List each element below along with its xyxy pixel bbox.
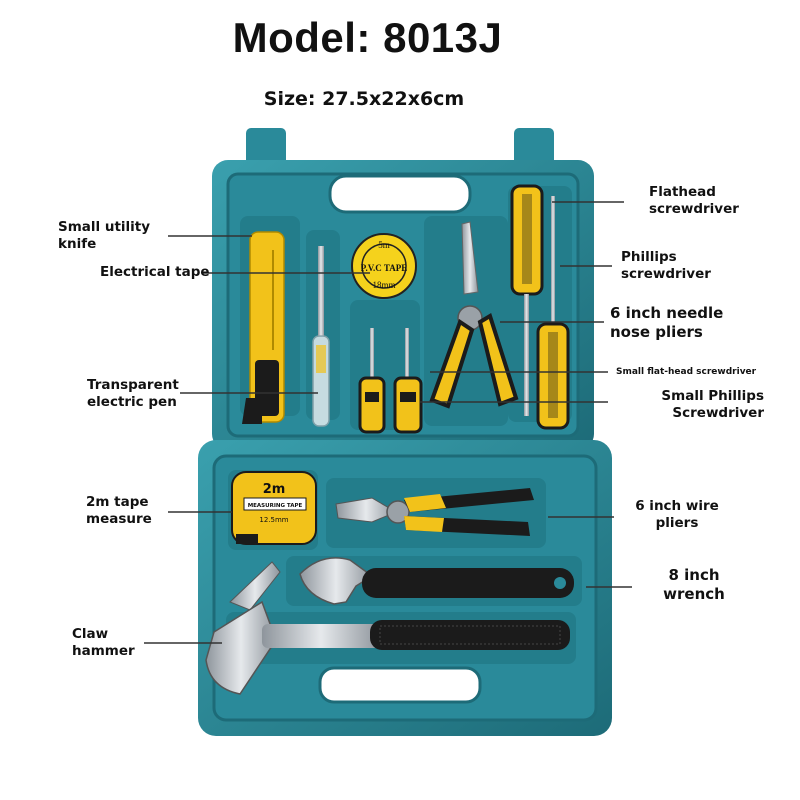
tape-measure — [231, 471, 317, 545]
tape-roll — [351, 233, 417, 299]
size-subtitle: Size: 27.5x22x6cm — [263, 88, 465, 110]
long-screwdrivers — [510, 184, 570, 430]
claw-hammer — [205, 561, 570, 695]
tape-roll-print: 5m — [378, 240, 390, 250]
needle-nose-pliers — [429, 221, 519, 409]
tape-measure-print: MEASURING TAPE — [248, 503, 303, 509]
tape-roll-print: P.V.C TAPE — [361, 263, 407, 273]
wire-pliers — [335, 488, 534, 536]
label-small-flathead: Small flat-head screwdriver — [616, 367, 757, 377]
tape-measure-print: 12.5mm — [259, 516, 288, 524]
adjustable-wrench — [299, 557, 574, 605]
tape-roll-print: 18mm — [372, 280, 395, 290]
tape-measure-print: 2m — [263, 482, 286, 497]
utility-knife — [242, 231, 285, 424]
label-electrical-tape: Electrical tape — [100, 264, 210, 280]
model-title: Model: 8013J — [232, 14, 503, 61]
small-screwdrivers — [358, 328, 423, 434]
leader-lines — [144, 201, 632, 644]
electric-pen — [312, 246, 330, 427]
